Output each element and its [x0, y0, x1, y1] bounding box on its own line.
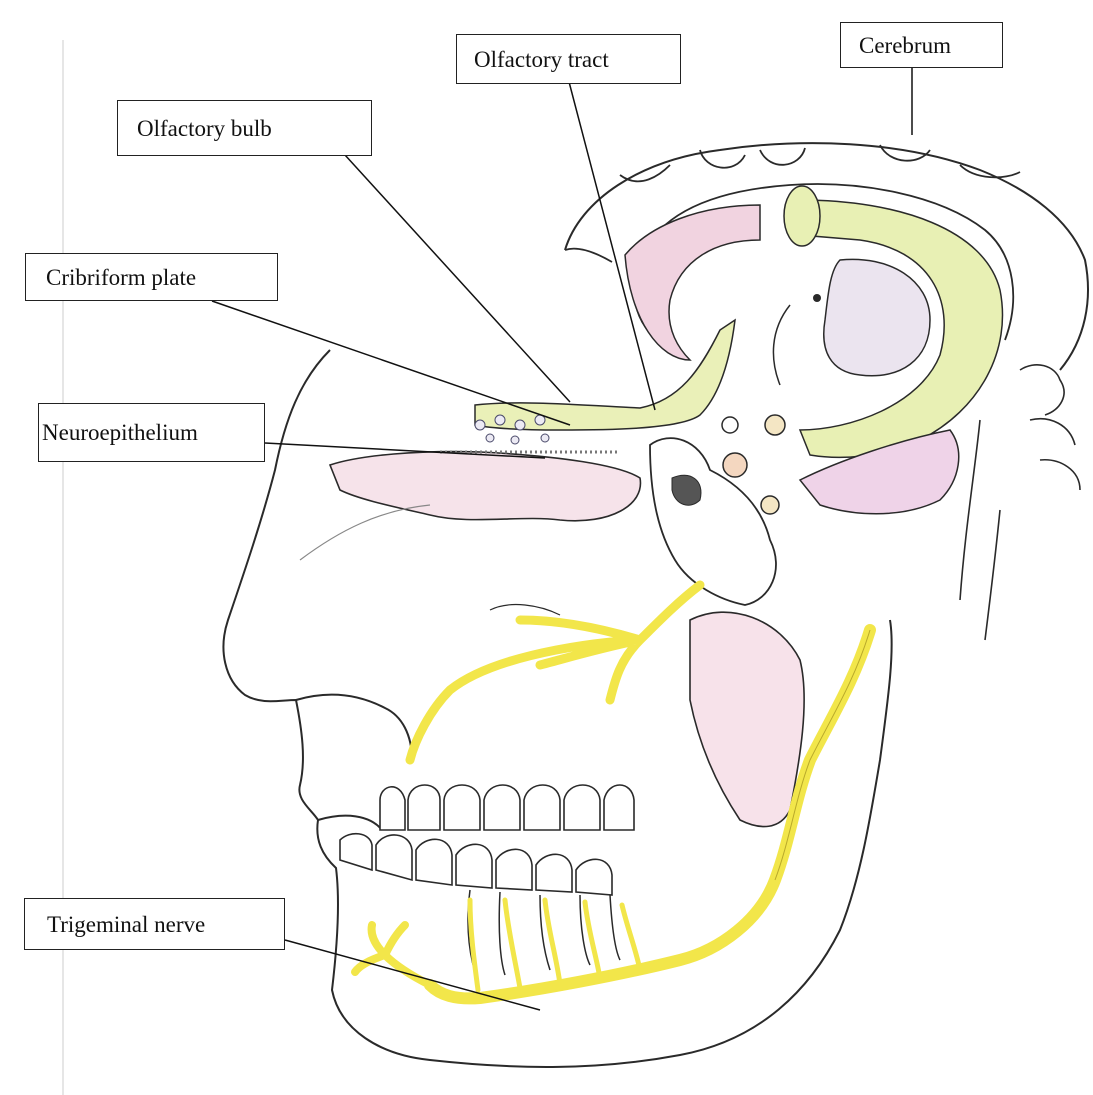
label-neuroepithelium-text: Neuroepithelium	[42, 421, 198, 444]
label-trigeminal-nerve: Trigeminal nerve	[24, 898, 285, 950]
maxillary-nerve	[410, 585, 700, 760]
label-olfactory-tract: Olfactory tract	[456, 34, 681, 84]
label-trigeminal-nerve-text: Trigeminal nerve	[47, 913, 205, 936]
upper-lip-outline	[296, 695, 412, 760]
leader-olfactory-bulb	[345, 155, 570, 402]
cerebellum-folds	[1020, 365, 1080, 490]
lower-lip-outline	[318, 816, 382, 830]
leader-trigeminal-nerve	[285, 940, 540, 1010]
label-olfactory-tract-text: Olfactory tract	[474, 48, 609, 71]
label-neuroepithelium: Neuroepithelium	[38, 403, 265, 462]
olfactory-node	[765, 415, 785, 435]
label-olfactory-bulb-text: Olfactory bulb	[137, 117, 272, 140]
label-cerebrum: Cerebrum	[840, 22, 1003, 68]
thalamus-lavender	[824, 259, 930, 375]
label-cribriform-plate: Cribriform plate	[25, 253, 278, 301]
spine-outline	[960, 420, 1000, 640]
masseter-pink	[690, 612, 804, 826]
tract-stalk	[773, 305, 790, 385]
olfactory-tract-shape	[475, 320, 735, 430]
maxillary-nerve-outline	[490, 605, 560, 615]
leader-cribriform-plate	[212, 301, 570, 425]
label-cribriform-plate-text: Cribriform plate	[46, 266, 196, 289]
olfactory-node	[723, 453, 747, 477]
lower-teeth	[340, 834, 612, 895]
fornix-green-end	[784, 186, 820, 246]
olfactory-node	[722, 417, 738, 433]
sphenoid-bone	[650, 438, 776, 605]
olfactory-node	[761, 496, 779, 514]
nucleus-dot	[813, 294, 821, 302]
nasal-turbinates	[330, 452, 640, 521]
label-olfactory-bulb: Olfactory bulb	[117, 100, 372, 156]
nasal-passage-line	[300, 505, 430, 560]
limbic-pink-area	[625, 205, 760, 360]
upper-teeth	[380, 785, 634, 830]
label-cerebrum-text: Cerebrum	[859, 34, 951, 57]
